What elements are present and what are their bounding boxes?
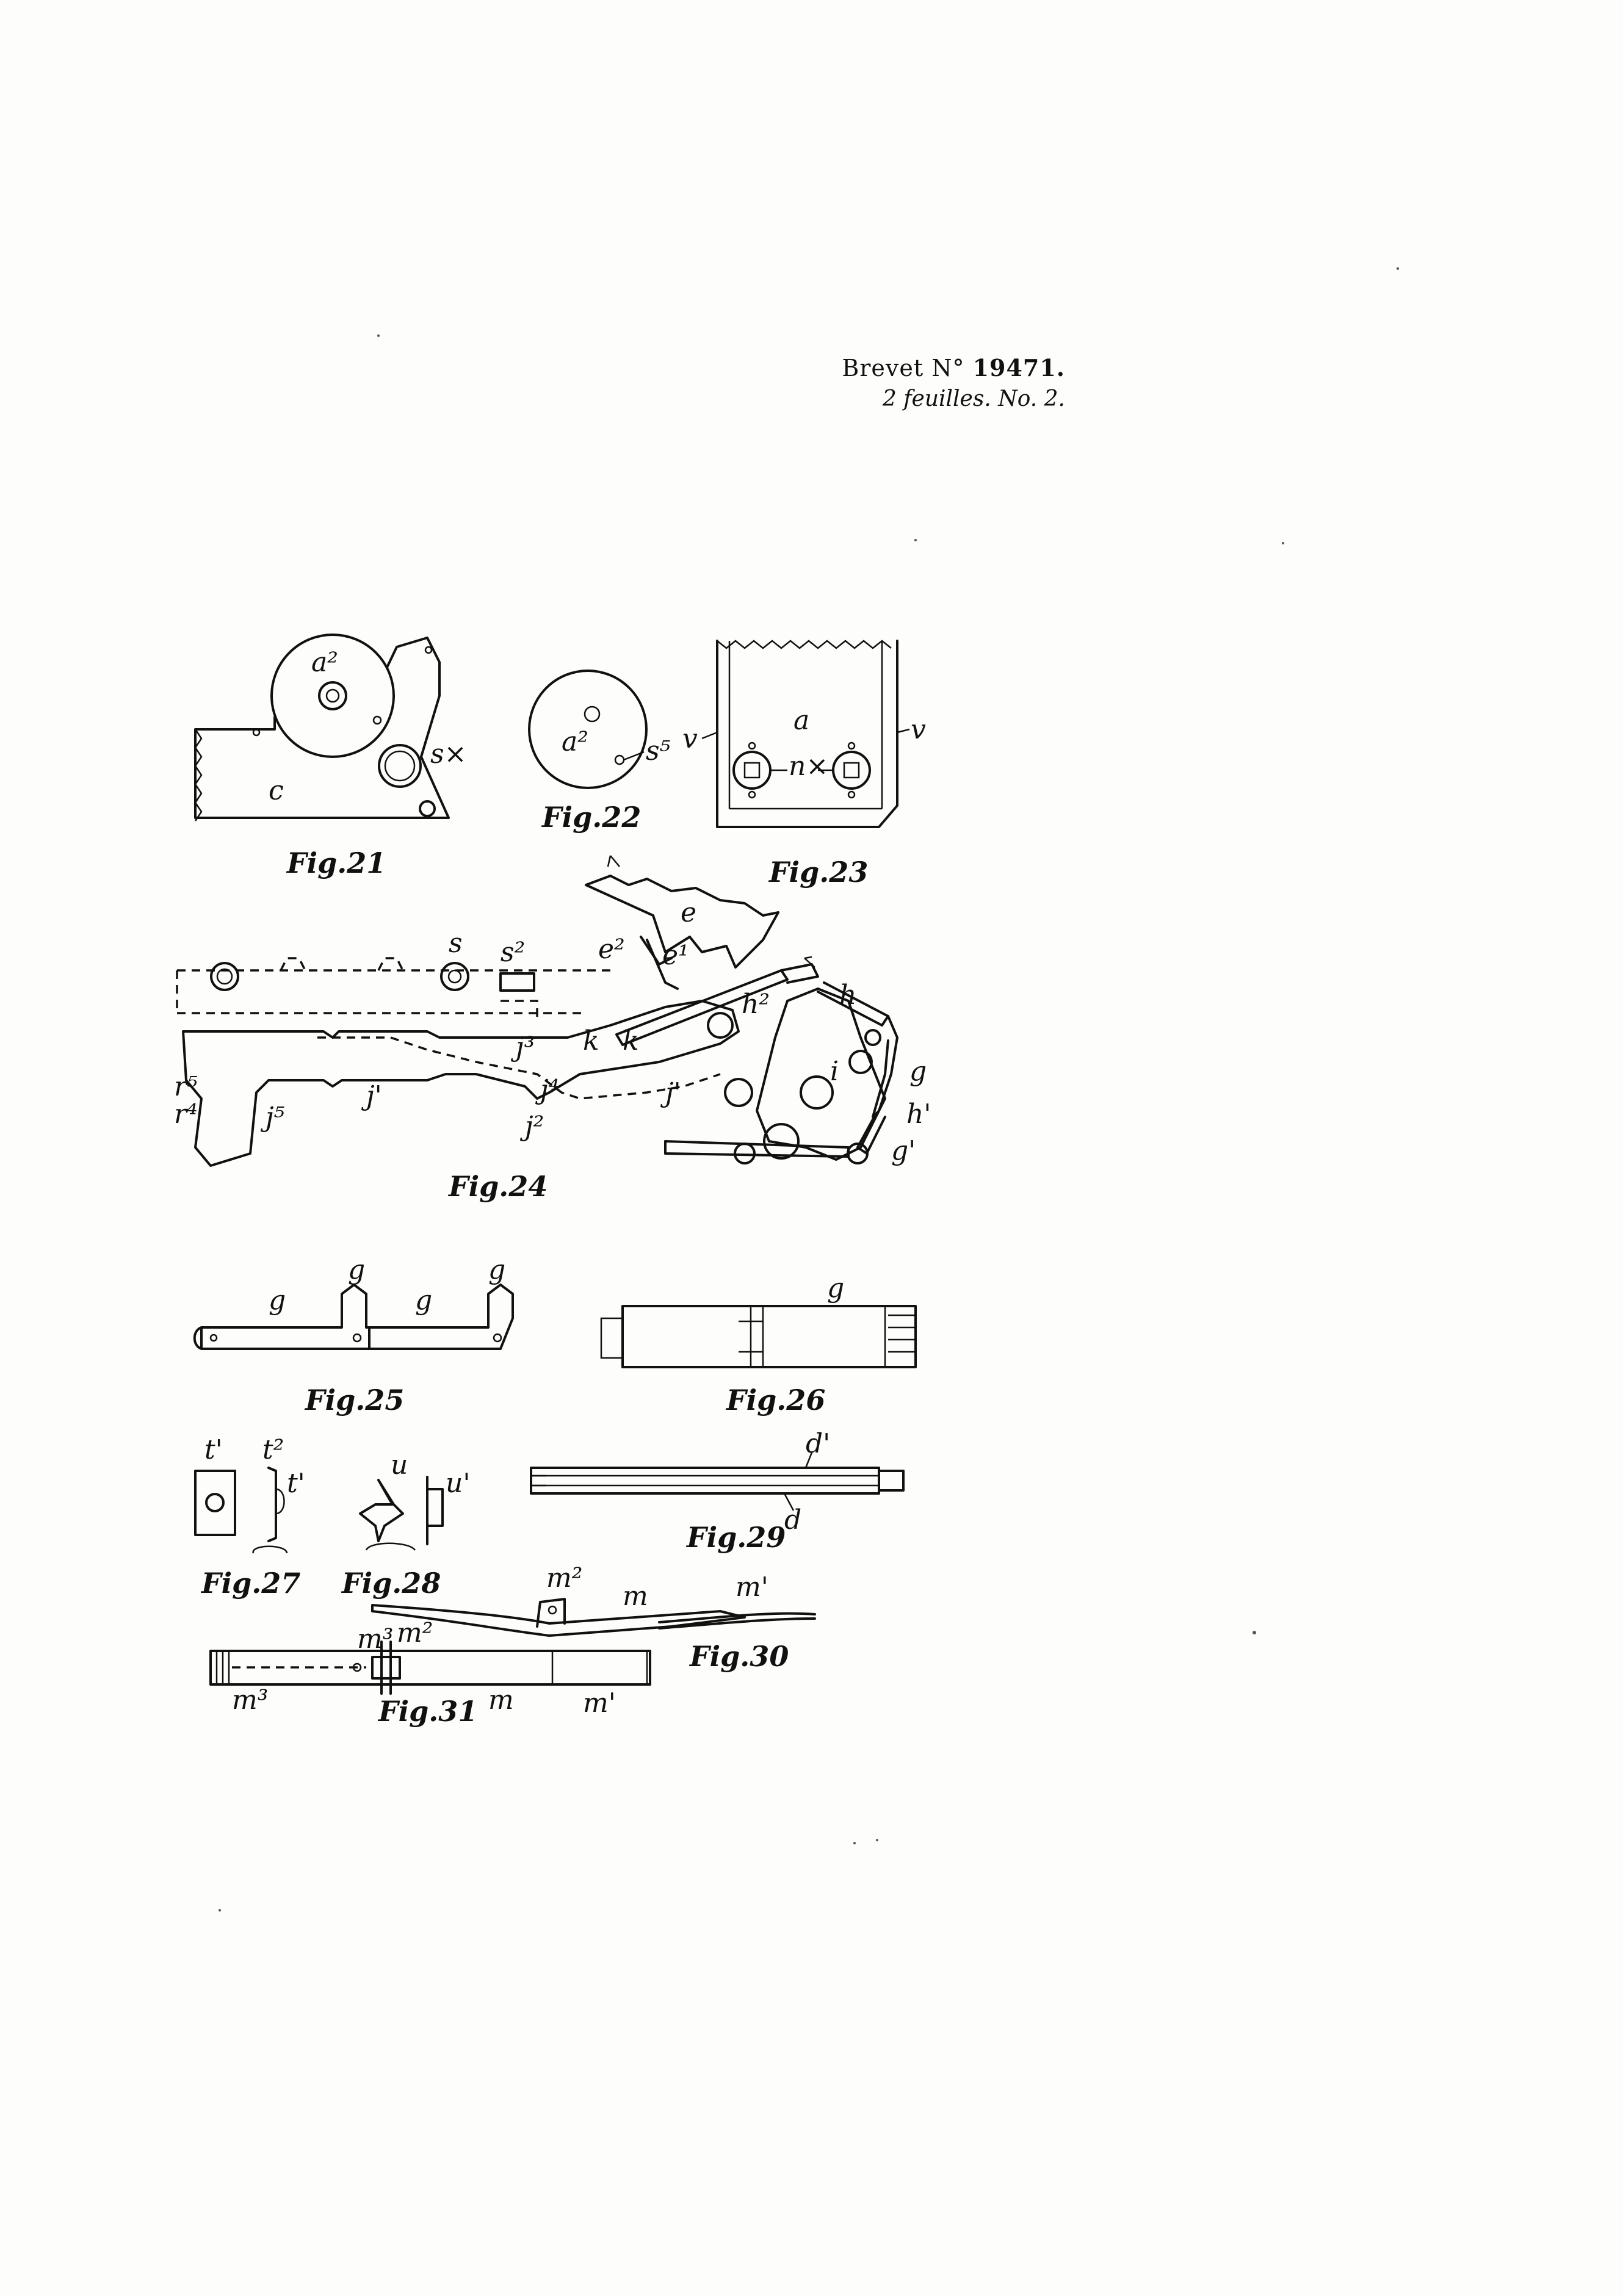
- figure-31: m³ m² m³ m m' Fig.31: [209, 1617, 651, 1728]
- figure-25: g g g g Fig.25: [193, 1254, 514, 1417]
- fig31-label-m2: m²: [397, 1617, 433, 1648]
- fig24-label-k-1: k: [583, 1025, 599, 1056]
- fig29-label-d1: d': [806, 1428, 830, 1459]
- fig22-label-s5: s⁵: [646, 735, 671, 767]
- fig24-label-j1-left: j': [361, 1080, 382, 1111]
- fig24-label-g: g: [909, 1056, 927, 1087]
- figure-21: a² s× c Fig.21: [194, 634, 466, 879]
- figure-27: t' t² t' Fig.27: [194, 1434, 305, 1600]
- brevet-prefix: Brevet N°: [842, 355, 965, 381]
- fig24-label-e: e: [681, 897, 696, 928]
- fig23-label-a: a: [793, 705, 809, 736]
- fig24-caption: Fig.24: [447, 1170, 548, 1203]
- fig28-caption: Fig.28: [341, 1567, 441, 1600]
- fig23-label-v-right: v: [911, 714, 926, 745]
- fig26-caption: Fig.26: [725, 1384, 825, 1417]
- figure-28: u u' Fig.28: [341, 1449, 470, 1600]
- figure-22: a² s⁵ Fig.22: [528, 670, 671, 834]
- fig23-label-nx: n×: [789, 751, 828, 782]
- fig22-label-a2: a²: [562, 726, 588, 757]
- fig24-label-e1: e¹: [662, 940, 689, 971]
- fig24-label-j1-right: j': [660, 1077, 681, 1108]
- fig31-caption: Fig.31: [377, 1695, 477, 1728]
- fig25-label-g-4: g: [488, 1254, 505, 1285]
- patent-header: Brevet N° 19471. 2 feuilles. No. 2.: [809, 354, 1065, 411]
- fig24-label-s2: s²: [501, 937, 525, 968]
- fig27-label-t1-right: t': [287, 1468, 305, 1499]
- fig26-label-g: g: [827, 1273, 844, 1304]
- fig25-label-g-3: g: [415, 1285, 432, 1316]
- brevet-line: Brevet N° 19471.: [809, 354, 1065, 381]
- figure-30: m² m m' Fig.30: [371, 1562, 816, 1673]
- fig25-label-g-1: g: [269, 1285, 286, 1316]
- fig31-label-m3-bottom: m³: [232, 1684, 268, 1716]
- figure-24: e e² e¹ s s² h² h j³ k k j⁴ j' j² j⁵ j' …: [174, 855, 931, 1203]
- fig24-label-r5: r⁵: [174, 1071, 198, 1102]
- fig30-caption: Fig.30: [689, 1640, 789, 1673]
- fig25-caption: Fig.25: [304, 1384, 404, 1417]
- fig24-label-h2: h²: [742, 989, 770, 1020]
- fig29-caption: Fig.29: [685, 1521, 786, 1554]
- fig31-label-m: m: [488, 1684, 514, 1716]
- fig25-label-g-2: g: [348, 1254, 365, 1285]
- fig27-caption: Fig.27: [200, 1567, 300, 1600]
- fig24-label-s: s: [449, 928, 463, 959]
- fig24-label-j2: j²: [519, 1111, 544, 1142]
- figure-26: g Fig.26: [600, 1273, 917, 1417]
- fig30-label-m1: m': [736, 1572, 768, 1603]
- fig27-label-t1-left: t': [204, 1434, 223, 1465]
- fig28-label-u1: u': [446, 1468, 470, 1499]
- fig24-label-j5: j⁵: [260, 1102, 285, 1133]
- fig27-label-t2: t²: [262, 1434, 284, 1465]
- fig30-label-m: m: [623, 1581, 648, 1612]
- fig28-label-u: u: [391, 1449, 408, 1481]
- sheet-count: 2 feuilles. No. 2.: [882, 386, 1065, 411]
- fig29-label-d: d: [784, 1504, 801, 1536]
- fig24-label-k-2: k: [623, 1025, 639, 1056]
- figure-23: a v v n× Fig.23: [682, 640, 926, 889]
- fig31-label-m1: m': [583, 1688, 616, 1719]
- figure-29: d' d Fig.29: [530, 1428, 905, 1554]
- fig22-caption: Fig.22: [541, 801, 641, 834]
- fig24-label-j3: j³: [510, 1031, 535, 1063]
- fig23-caption: Fig.23: [768, 856, 868, 889]
- fig31-label-m3-top: m³: [357, 1623, 393, 1655]
- fig24-label-g1: g': [891, 1135, 916, 1166]
- brevet-number: 19471.: [972, 354, 1065, 381]
- fig21-label-sx: s×: [430, 738, 466, 770]
- fig24-label-r4: r⁴: [174, 1099, 198, 1130]
- fig24-label-h: h: [839, 980, 856, 1011]
- fig21-label-a2: a²: [311, 647, 338, 678]
- fig24-label-h1: h': [906, 1099, 931, 1130]
- fig24-label-j4: j⁴: [535, 1074, 559, 1105]
- fig24-label-e2: e²: [598, 934, 625, 965]
- fig23-label-v-left: v: [682, 723, 698, 754]
- fig21-caption: Fig.21: [286, 847, 386, 879]
- fig21-label-c: c: [269, 775, 284, 806]
- scan-specks: [219, 267, 1399, 1912]
- fig24-label-i: i: [830, 1056, 839, 1087]
- fig30-label-m2: m²: [546, 1562, 582, 1594]
